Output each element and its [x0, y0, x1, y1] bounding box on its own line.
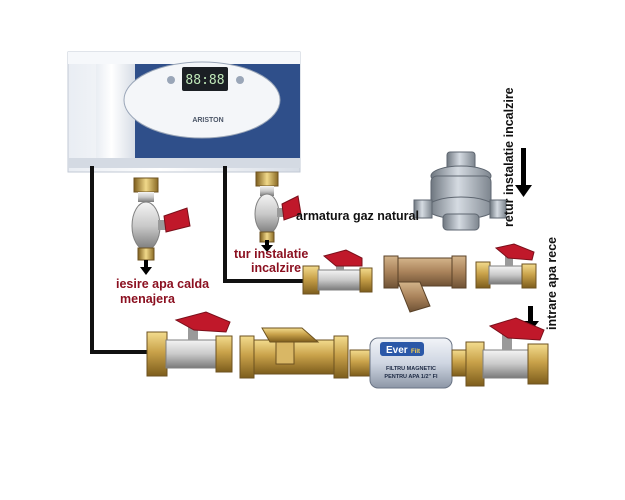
label-heating-flow-line2: incalzire — [251, 261, 302, 275]
valve-hot-water-line[interactable] — [146, 311, 233, 377]
filter-brand-suffix: Filt — [411, 349, 420, 355]
pipes — [90, 166, 307, 354]
boiler-knob-left[interactable] — [167, 76, 175, 84]
pipe-heating-flow — [223, 166, 307, 283]
pipe-hot-water — [90, 166, 154, 354]
arrow-hot-water-out — [140, 260, 152, 275]
valve-hot-water-out[interactable] — [131, 177, 191, 261]
filter-brand: Ever — [386, 345, 408, 356]
label-heating-flow-line1: tur instalatie — [234, 247, 309, 261]
valve-cold-water-in[interactable] — [465, 317, 549, 387]
filter-caption-line2: PENTRU APA 1/2" FI — [384, 374, 438, 380]
y-strainer-heating[interactable] — [383, 255, 467, 313]
boiler-brand: ARISTON — [192, 117, 223, 124]
label-hot-water-out-line2: menajera — [120, 292, 175, 306]
boiler-display-value: 88:88 — [185, 73, 224, 88]
boiler-knob-right[interactable] — [236, 76, 244, 84]
label-gas-fitting: armatura gaz natural — [296, 209, 419, 223]
valve-heating-line[interactable] — [302, 249, 373, 295]
filter-caption-line1: FILTRU MAGNETIC — [386, 366, 436, 372]
valve-heating-return[interactable] — [475, 243, 537, 289]
label-cold-water-in: intrare apa rece — [545, 236, 559, 330]
arrow-heating-flow — [261, 240, 273, 252]
boiler-display — [182, 67, 228, 91]
gas-regulator[interactable] — [413, 151, 507, 231]
label-hot-water-out-line1: iesire apa calda — [116, 277, 210, 291]
valve-heating-flow[interactable] — [254, 171, 302, 243]
y-strainer-water[interactable] — [239, 327, 349, 379]
label-heating-return: retur instalatie incalzire — [502, 87, 516, 227]
boiler: 88:88 ARISTON — [67, 51, 301, 173]
filter-brand-badge — [380, 342, 424, 356]
arrow-heating-return — [515, 148, 532, 197]
magnetic-filter[interactable]: Ever Filt FILTRU MAGNETIC PENTRU APA 1/2… — [349, 337, 471, 389]
